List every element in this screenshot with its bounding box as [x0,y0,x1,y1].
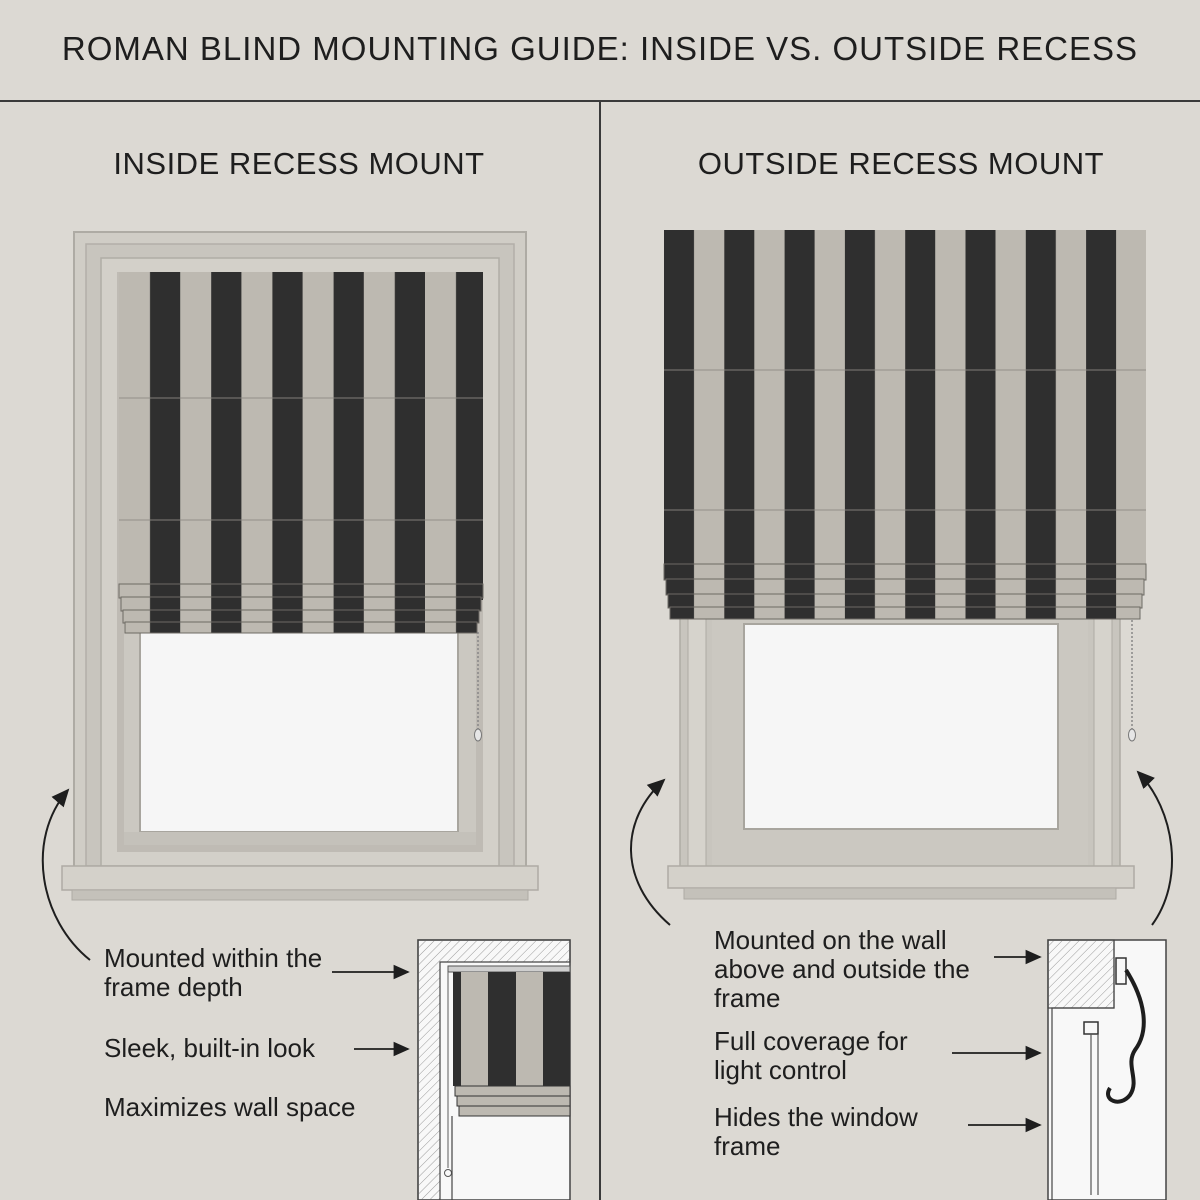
outside-note-2: Full coverage for light control [714,1026,908,1085]
outside-window [667,609,1135,900]
outside-note-3: Hides the window frame [714,1102,918,1161]
inside-note-2: Sleek, built-in look [104,1033,315,1063]
panel-divider [599,101,601,1200]
outside-heading: OUTSIDE RECESS MOUNT [697,146,1105,181]
inside-note-3: Maximizes wall space [104,1092,356,1122]
outside-curved-arrow-right [1136,770,1173,926]
inside-curved-arrow [41,788,91,961]
outside-detail-drawing [1047,939,1167,1200]
page-title: ROMAN BLIND MOUNTING GUIDE: INSIDE VS. O… [61,30,1139,67]
outside-note-1: Mounted on the wall above and outside th… [714,925,970,1013]
outside-blind [663,230,1147,742]
outside-curved-arrow-left [630,778,671,926]
inside-blind [118,272,484,742]
inside-detail-drawing [417,939,571,1200]
inside-heading: INSIDE RECESS MOUNT [113,146,485,181]
inside-note-1: Mounted within the frame depth [104,943,323,1002]
